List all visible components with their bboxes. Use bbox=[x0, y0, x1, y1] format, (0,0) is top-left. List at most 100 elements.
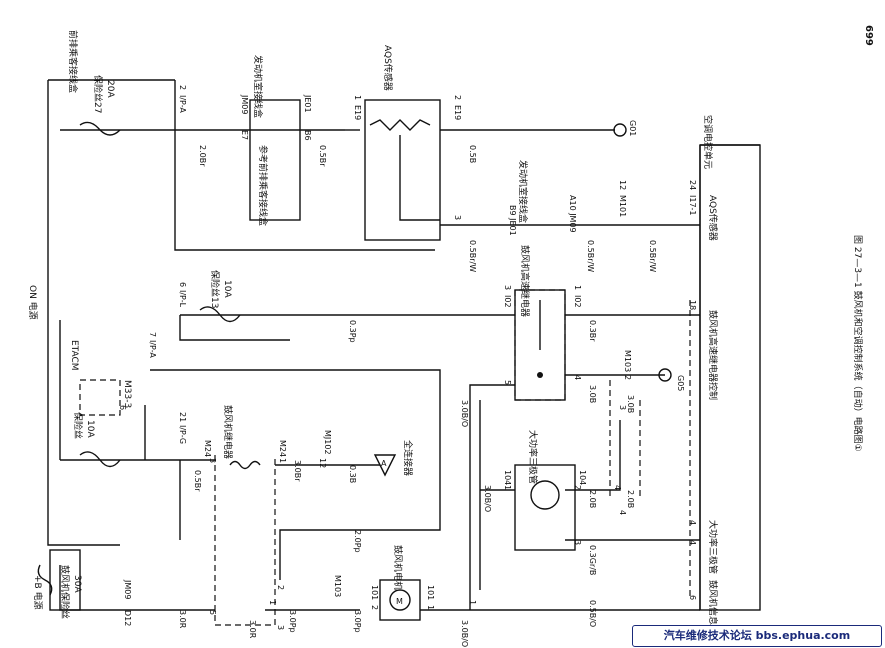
wire-2-0b2: 2.0B bbox=[626, 490, 635, 508]
label-engine-box: 发动机室接线盒 bbox=[252, 55, 264, 118]
pin-4g: 4 bbox=[618, 510, 627, 515]
svg-text:M: M bbox=[396, 597, 403, 606]
label-aqs: AQS传感器 bbox=[382, 45, 394, 91]
pin-4e: 4 bbox=[613, 485, 622, 490]
conn-m24b: M24 bbox=[278, 440, 287, 457]
pin-1: 1 bbox=[573, 285, 582, 290]
ground-g01-icon bbox=[613, 123, 627, 137]
conn-d12: D12 bbox=[123, 610, 132, 626]
label-hs-ctrl: 鼓风机高速继电器控制 bbox=[707, 310, 719, 400]
pin-1d: 1 bbox=[268, 600, 277, 605]
wire-3-0bo3: 3.0B/O bbox=[460, 620, 469, 647]
page-number: 699 bbox=[863, 25, 874, 46]
pin-2a: 2 bbox=[453, 95, 462, 100]
pin-12b: 12 bbox=[318, 458, 327, 468]
label-joint: 全连接器 bbox=[402, 440, 414, 476]
wire-0-5brw2: 0.5Br/W bbox=[586, 240, 595, 272]
labels: 699 图 27—3—1 鼓风机和空调控制系统（自动）电路图① 前排乘客接线盒 … bbox=[27, 25, 874, 647]
pin-2b: 2 bbox=[623, 375, 632, 380]
pin-4: 4 bbox=[573, 375, 582, 380]
pin-1a: 1 bbox=[353, 95, 362, 100]
pin-21: 21 bbox=[178, 412, 187, 422]
wire-2-0br: 2.0Br bbox=[198, 145, 207, 167]
conn-g01: G01 bbox=[628, 120, 637, 136]
conn-ip-g: I/P-G bbox=[178, 425, 187, 444]
conn-e19: E19 bbox=[353, 105, 362, 120]
wire-3-0b2: 3.0B bbox=[626, 395, 635, 413]
label-m33: M33-3 bbox=[122, 380, 132, 408]
wire-3-0bo2: 3.0B/O bbox=[483, 485, 492, 512]
pin-3: 3 bbox=[503, 285, 512, 290]
pin-1f: 1 bbox=[426, 605, 435, 610]
label-big-transistor: 大功率三极管 bbox=[527, 430, 539, 484]
label-b-plus: +B 电源 bbox=[32, 575, 44, 610]
conn-ip-l: I/P-L bbox=[178, 290, 187, 308]
label-fuse10a-amp: 10A bbox=[85, 420, 95, 438]
conn-m103: M103 bbox=[623, 350, 632, 372]
wire-3-0r: 3.0R bbox=[178, 610, 187, 629]
conn-101b: 101 bbox=[426, 585, 435, 600]
label-fuse13-amp: 10A bbox=[222, 280, 232, 298]
conn-i02a: I02 bbox=[503, 295, 512, 308]
fuse13-icon bbox=[199, 306, 241, 323]
engine-room-junction-box bbox=[249, 99, 301, 221]
conn-e19b: E19 bbox=[453, 105, 462, 120]
label-engine-box2: 发动机室接线盒 bbox=[517, 160, 529, 223]
pin-6-etacm: 6 bbox=[118, 405, 127, 410]
pin-2: 2 bbox=[178, 85, 187, 90]
etacm-module bbox=[79, 379, 121, 416]
blower-hs-relay bbox=[514, 289, 566, 401]
wire-0-5b: 0.5B bbox=[468, 145, 477, 163]
conn-b9-je01: B9 JE01 bbox=[508, 205, 517, 236]
wire-3-0pp2: 3.0Pp bbox=[353, 610, 362, 633]
pin-24: 24 bbox=[688, 180, 697, 190]
conn-i02b: I02 bbox=[573, 295, 582, 308]
conn-a10: A10 JM09 bbox=[568, 195, 577, 233]
pin-12: 12 bbox=[618, 180, 627, 190]
components: M A bbox=[37, 99, 761, 621]
label-ref-box: 参考前排乘客接线盒 bbox=[257, 145, 269, 226]
label-aqs-sensor: AQS传感器 bbox=[707, 195, 719, 241]
pin-3c: 3 bbox=[208, 458, 217, 463]
label-fuse27-amp: 20A bbox=[105, 80, 115, 98]
label-etacm: ETACM bbox=[69, 340, 79, 371]
conn-104b: 104 bbox=[578, 470, 587, 485]
label-hs-relay: 鼓风机高速继电器 bbox=[519, 245, 531, 317]
ac-control-unit bbox=[699, 144, 761, 611]
wire-0-5br: 0.5Br bbox=[318, 145, 327, 167]
pin-4f: 4 bbox=[688, 540, 697, 545]
wire-3-0b: 3.0B bbox=[588, 385, 597, 403]
pin-7: 7 bbox=[148, 332, 157, 337]
label-motor: 鼓风机电机 bbox=[392, 545, 404, 590]
label-transistor-sig: 大功率三极管 bbox=[707, 520, 719, 574]
pin-2f: 2 bbox=[370, 605, 379, 610]
label-fuse10a: 保险丝 bbox=[72, 412, 84, 439]
fuse10a-icon bbox=[79, 451, 121, 468]
watermark-banner: 汽车维修技术论坛 bbs.ephua.com bbox=[632, 625, 882, 647]
pin-4b: 4 bbox=[688, 520, 697, 525]
pin-6: 6 bbox=[178, 282, 187, 287]
pin-2e: 2 bbox=[573, 485, 582, 490]
conn-b6: B6 bbox=[303, 130, 312, 141]
pin-1c: 1 bbox=[278, 458, 287, 463]
wire-0-3b: 0.3B bbox=[348, 465, 357, 483]
joint-connector bbox=[373, 454, 397, 477]
svg-text:A: A bbox=[381, 459, 387, 468]
label-on-power: ON 电源 bbox=[27, 285, 39, 320]
wire-0-5brw: 0.5Br/W bbox=[468, 240, 477, 272]
conn-m101: M101 bbox=[618, 195, 627, 217]
label-blower-fuse: 鼓风机保险丝 bbox=[59, 565, 71, 619]
blower-fuse-box bbox=[49, 549, 81, 611]
conn-je01: JE01 bbox=[303, 94, 312, 113]
label-blower-relay: 鼓风机继电器 bbox=[222, 405, 234, 459]
conn-ip-a: I/P-A bbox=[178, 95, 187, 113]
wire-3-0r2: 3.0R bbox=[248, 620, 257, 639]
wire-0-5bo: 0.5B/O bbox=[588, 600, 597, 627]
diagram-caption: 图 27—3—1 鼓风机和空调控制系统（自动）电路图① bbox=[852, 235, 864, 452]
pin-2d: 2 bbox=[276, 585, 285, 590]
conn-m103b: M103 bbox=[333, 575, 342, 597]
pin-3a: 3 bbox=[453, 215, 462, 220]
wire-0-5br2: 0.5Br bbox=[193, 470, 202, 492]
wire-2-0b: 2.0B bbox=[588, 490, 597, 508]
wire-3-0br: 3.0Br bbox=[293, 460, 302, 482]
